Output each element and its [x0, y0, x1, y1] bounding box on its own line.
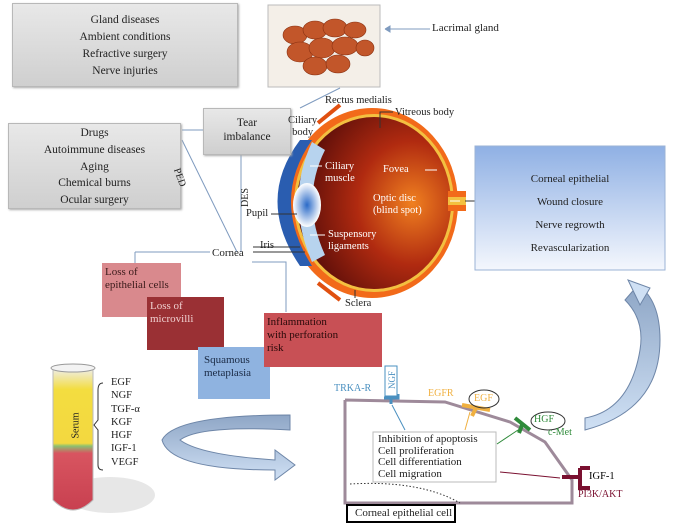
- card-line: Inflammation: [267, 316, 327, 328]
- growth-factor-list: EGF NGF TGF-α KGF HGF IGF-1 VEGF: [111, 376, 140, 469]
- growth-factor: IGF-1: [111, 443, 137, 455]
- label-line: body: [292, 127, 314, 138]
- sclera-label: Sclera: [345, 298, 372, 309]
- tear-imbalance-line: Tear: [236, 117, 258, 129]
- trka-receptor: [384, 394, 400, 404]
- cause: Ocular surgery: [60, 194, 129, 207]
- hgf-label: HGF: [534, 414, 555, 425]
- card-line: Loss of: [150, 300, 183, 312]
- vitreous-body-label: Vitreous body: [395, 107, 455, 118]
- card-line: metaplasia: [204, 367, 252, 379]
- effect: Cell proliferation: [378, 444, 455, 457]
- outcome: Revascularization: [530, 242, 610, 254]
- label-line: Ciliary: [288, 115, 318, 126]
- causes-top-box: Gland diseases Ambient conditions Refrac…: [12, 3, 238, 87]
- growth-factor: EGF: [111, 377, 131, 388]
- ngf-ligand: [384, 365, 398, 397]
- label-line: muscle: [325, 173, 355, 184]
- optic-disc-label: Optic disc(blind spot): [373, 193, 422, 217]
- label-line: ligaments: [328, 241, 369, 252]
- serum-tube: [50, 363, 155, 513]
- card-line: risk: [267, 342, 284, 354]
- cause: Ambient conditions: [79, 31, 171, 43]
- card-line: Squamous: [204, 354, 250, 366]
- growth-factor: TGF-α: [111, 403, 140, 415]
- lacrimal-gland-image: [267, 4, 381, 88]
- hgf-ligand: [530, 411, 566, 431]
- outcome: Wound closure: [536, 196, 604, 208]
- cause: Chemical burns: [58, 177, 131, 190]
- trka-label: TRKA-R: [334, 383, 372, 394]
- label-line: Suspensory: [328, 229, 377, 240]
- effect: Cell migration: [378, 467, 442, 480]
- fovea-label: Fovea: [383, 164, 409, 175]
- card-line: microvilli: [150, 313, 194, 325]
- des-label: DES: [239, 188, 251, 207]
- tear-imbalance-line: imbalance: [223, 131, 271, 143]
- cause: Drugs: [80, 127, 109, 139]
- connector-lines: [134, 25, 430, 312]
- outcomes-box: [474, 145, 666, 271]
- effect: Inhibition of apoptosis: [378, 433, 478, 445]
- egfr-receptor: [461, 403, 491, 417]
- cell-effects-list: Inhibition of apoptosis Cell proliferati…: [378, 433, 478, 480]
- growth-factor: HGF: [111, 430, 133, 442]
- lacrimal-gland-label: Lacrimal gland: [432, 22, 499, 34]
- outcomes-list: Corneal epithelial Wound closure Nerve r…: [475, 168, 665, 260]
- outcome: Corneal epithelial: [530, 173, 610, 185]
- curved-arrow-right: [584, 284, 661, 431]
- curved-arrow-serum: [161, 414, 296, 481]
- growth-factor: KGF: [111, 416, 133, 428]
- cmet-label: c-Met: [548, 427, 572, 438]
- egf-ligand: [468, 389, 500, 409]
- cause: Refractive surgery: [82, 48, 168, 60]
- cornea-label: Cornea: [212, 247, 244, 259]
- igf-label: IGF-1: [587, 471, 617, 482]
- pupil-label: Pupil: [246, 208, 269, 219]
- cause: Autoimmune diseases: [43, 143, 146, 156]
- card-line: with perforation: [267, 329, 339, 341]
- pi3k-label: PI3K/AKT: [578, 489, 623, 500]
- cmet-receptor: [513, 416, 532, 434]
- growth-factor: NGF: [111, 390, 133, 402]
- card-line: Loss of: [105, 266, 138, 278]
- effect: Cell differentiation: [378, 456, 462, 468]
- iris-label: Iris: [260, 240, 274, 251]
- igf-receptor: [562, 466, 590, 490]
- cell-caption-box: [346, 504, 456, 523]
- cause: Aging: [80, 160, 109, 173]
- tear-imbalance-box: Tear imbalance: [203, 108, 291, 155]
- eye-illustration: [277, 103, 466, 302]
- causes-left-box: Drugs Autoimmune diseases Aging Chemical…: [8, 123, 181, 209]
- effects-box: [372, 431, 497, 483]
- label-line: (blind spot): [373, 205, 422, 216]
- label-line: Ciliary: [325, 161, 355, 172]
- cause: Gland diseases: [90, 14, 160, 26]
- growth-factor: VEGF: [111, 456, 139, 468]
- egf-label: EGF: [474, 393, 493, 404]
- ngf-label: NGF: [387, 370, 398, 390]
- outcome: Nerve regrowth: [535, 219, 605, 231]
- eye-leader-lines: [310, 165, 460, 236]
- serum-label: Serum: [70, 412, 82, 439]
- cause: Nerve injuries: [92, 65, 158, 77]
- egfr-label: EGFR: [428, 388, 454, 399]
- rectus-medialis-label: Rectus medialis: [325, 95, 392, 106]
- cell-caption: Corneal epithelial cell: [355, 507, 453, 519]
- card-line: epithelial cells: [105, 279, 169, 291]
- label-line: Optic disc: [373, 193, 416, 204]
- cell-membrane: [343, 398, 574, 505]
